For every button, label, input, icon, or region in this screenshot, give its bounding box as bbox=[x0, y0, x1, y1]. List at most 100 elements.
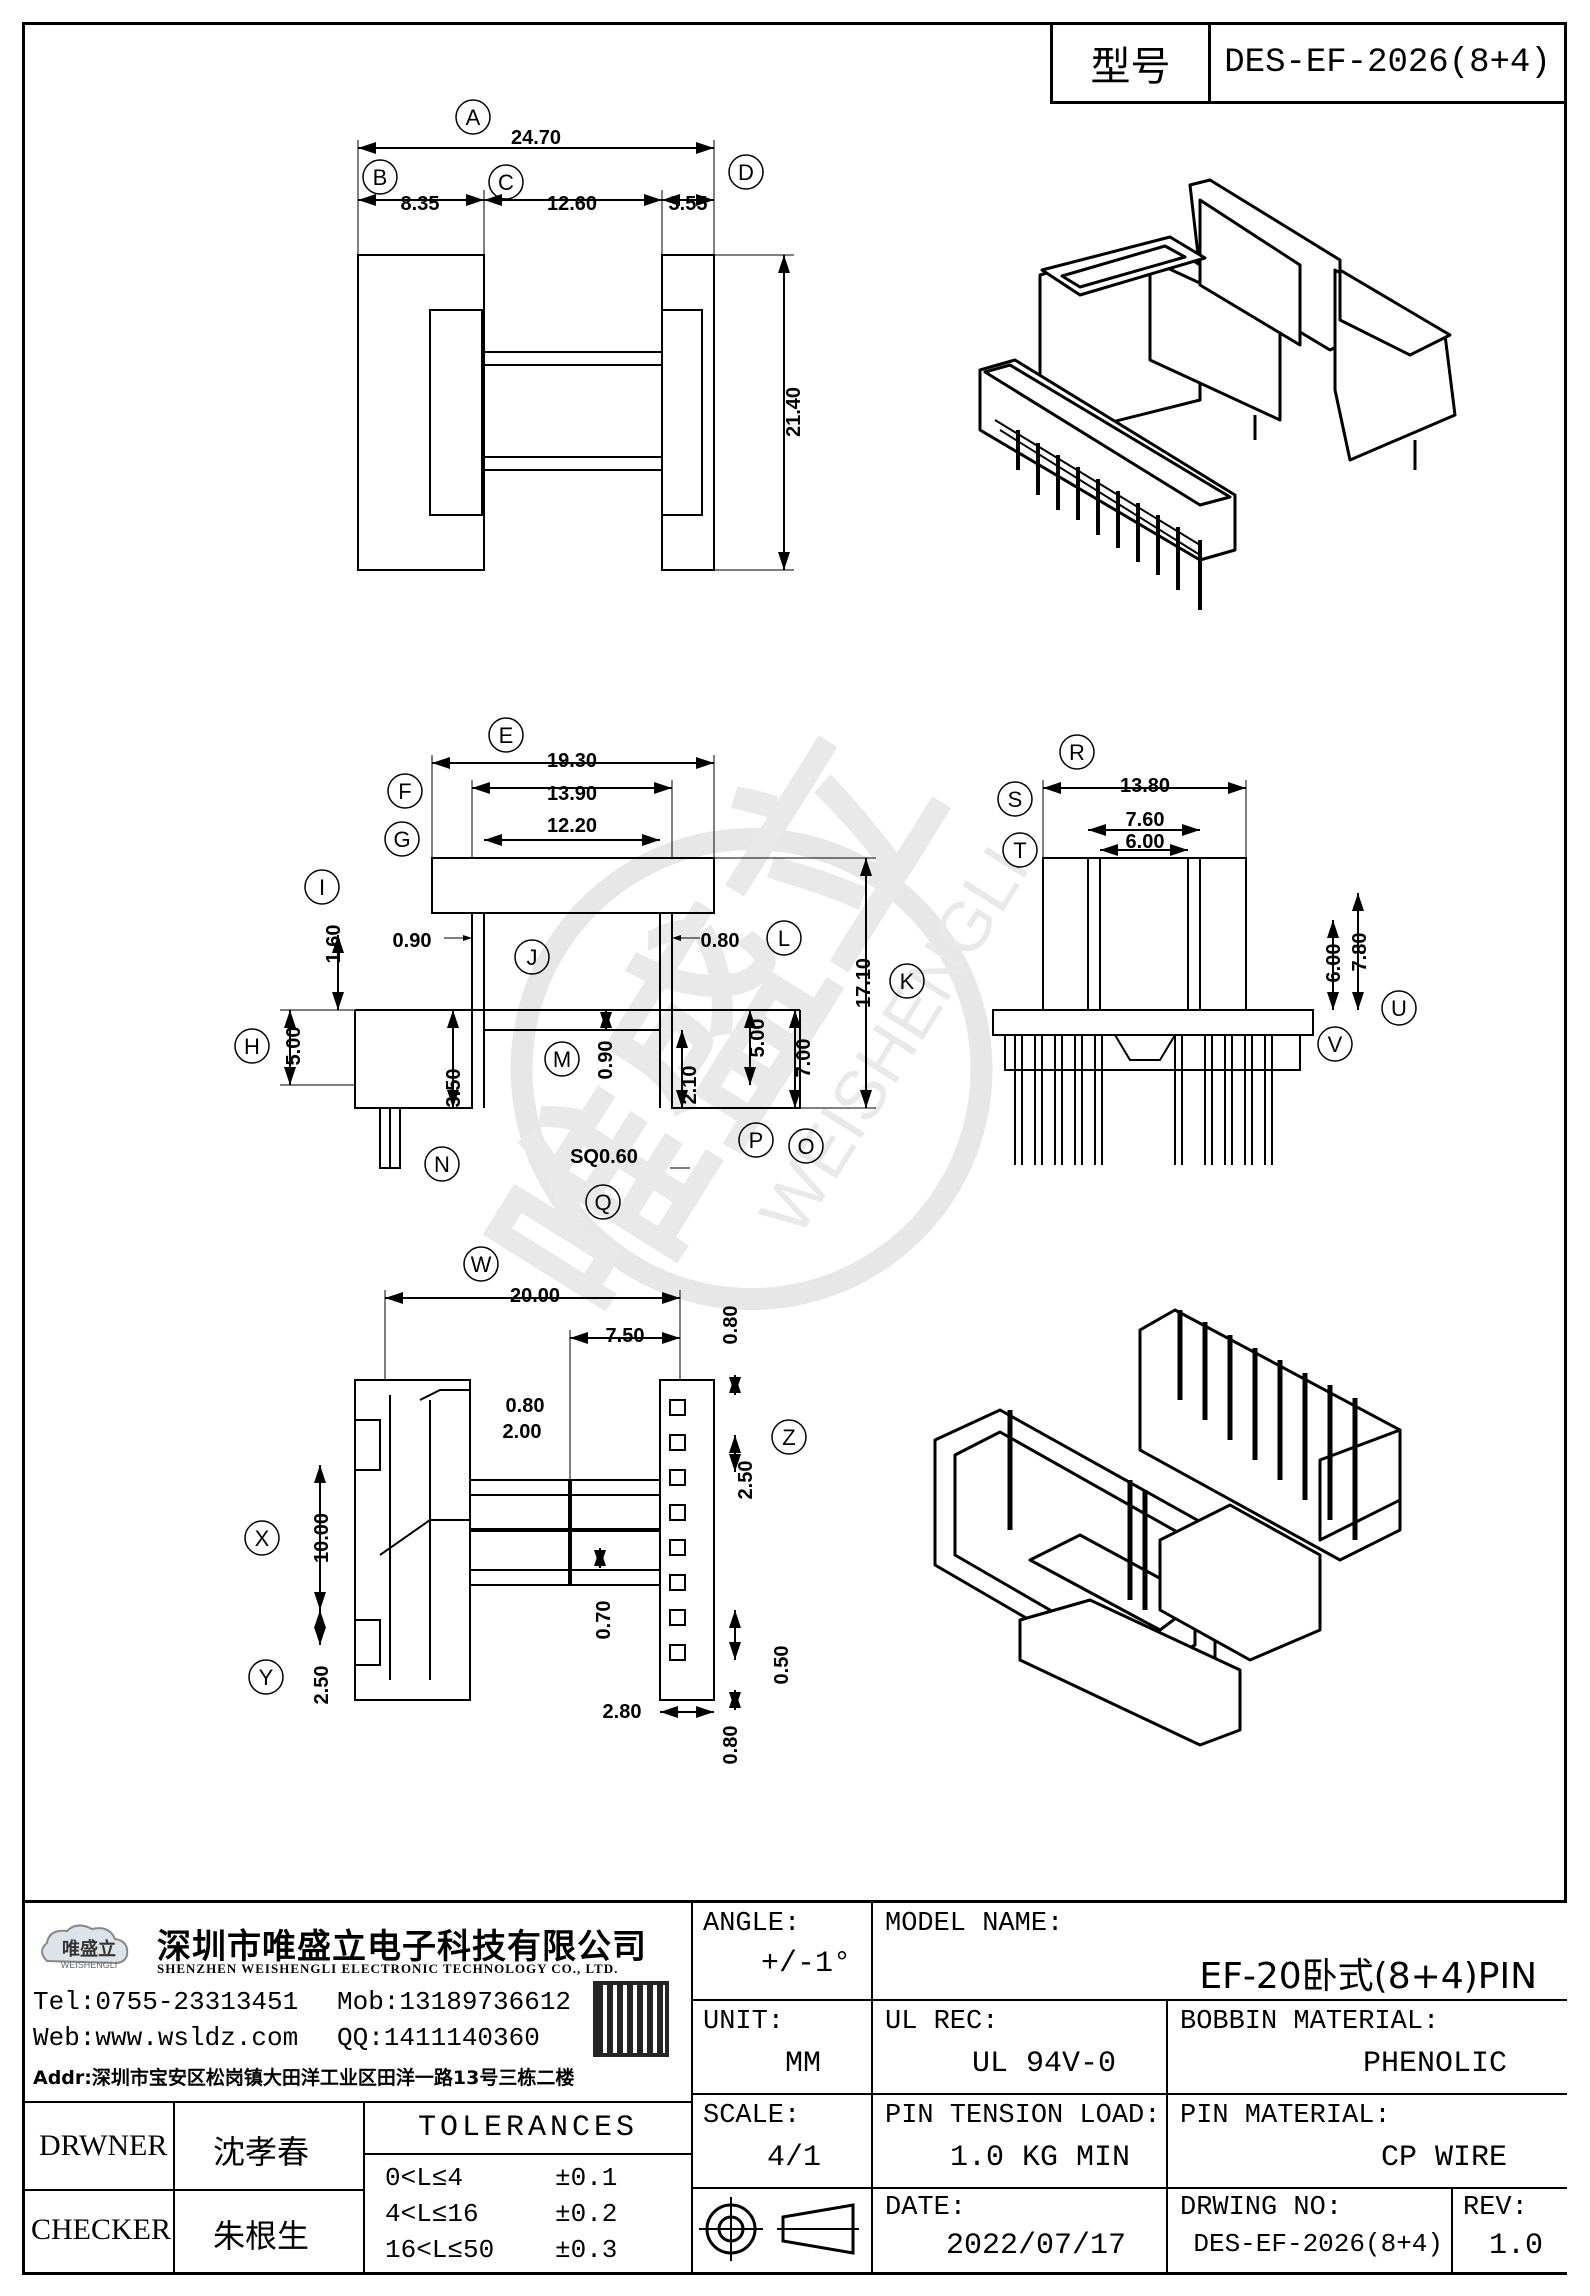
svg-text:Q: Q bbox=[594, 1190, 611, 1215]
drwing-no-value: DES-EF-2026(8+4) bbox=[1193, 2229, 1443, 2259]
dim-21-40: 21.40 bbox=[783, 387, 805, 437]
dim-2-50-y: 2.50 bbox=[311, 1666, 333, 1705]
dim-24-70: 24.70 bbox=[511, 127, 561, 149]
scale-value: 4/1 bbox=[766, 2141, 821, 2175]
dim-0-50: 0.50 bbox=[771, 1646, 793, 1685]
dim-17-10: 17.10 bbox=[853, 958, 875, 1008]
side-view-labels: 13.80 7.60 6.00 6.00 7.80 bbox=[1120, 775, 1371, 982]
pin-tension-cell: PIN TENSION LOAD: 1.0 KG MIN bbox=[873, 2095, 1168, 2189]
bottom-view-markers: W X Y Z bbox=[244, 1246, 807, 1695]
bobbin-label: BOBBIN MATERIAL: bbox=[1180, 2007, 1440, 2037]
ul-label: UL REC: bbox=[885, 2007, 999, 2037]
svg-text:H: H bbox=[244, 1034, 260, 1059]
projection-cell bbox=[693, 2189, 873, 2272]
date-cell: DATE: 2022/07/17 bbox=[873, 2189, 1168, 2272]
dim-19-30: 19.30 bbox=[547, 750, 597, 772]
dim-12-20: 12.20 bbox=[547, 815, 597, 837]
mob: Mob:13189736612 bbox=[337, 1987, 572, 2017]
svg-text:K: K bbox=[900, 969, 915, 994]
pin-material-label: PIN MATERIAL: bbox=[1180, 2101, 1391, 2131]
dim-2-00-inner: 2.00 bbox=[503, 1421, 542, 1443]
model-value: EF-20卧式(8+4)PIN bbox=[1199, 1956, 1537, 1997]
dim-2-50-z: 2.50 bbox=[735, 1461, 757, 1500]
drawer-label: DRWNER bbox=[39, 2129, 168, 2162]
company-cell: 唯盛立 WEISHENGLI 深圳市唯盛立电子科技有限公司 SHENZHEN W… bbox=[25, 1903, 693, 2103]
qq: QQ:1411140360 bbox=[337, 2023, 540, 2053]
svg-text:A: A bbox=[466, 105, 481, 130]
svg-text:S: S bbox=[1008, 787, 1023, 812]
rev-label: REV: bbox=[1463, 2193, 1528, 2223]
svg-text:O: O bbox=[797, 1134, 814, 1159]
svg-text:J: J bbox=[527, 945, 538, 970]
unit-cell: UNIT: MM bbox=[693, 2001, 873, 2095]
tolerance-value-1: ±0.1 bbox=[555, 2163, 618, 2193]
angle-label: ANGLE: bbox=[703, 1909, 801, 1939]
dim-6-00-u: 6.00 bbox=[1323, 944, 1345, 983]
front-view bbox=[280, 755, 876, 1169]
svg-text:M: M bbox=[553, 1047, 571, 1072]
side-view-markers: R S T U V bbox=[997, 734, 1417, 1062]
date-label: DATE: bbox=[885, 2193, 967, 2223]
pin-tension-label: PIN TENSION LOAD: bbox=[885, 2101, 1161, 2131]
rev-value: 1.0 bbox=[1488, 2229, 1543, 2263]
unit-value: MM bbox=[784, 2047, 821, 2081]
svg-text:WEISHENGLI: WEISHENGLI bbox=[61, 1960, 118, 1969]
checker-name-cell: 朱根生 bbox=[175, 2191, 365, 2272]
bottom-view bbox=[314, 1290, 741, 1718]
angle-value: +/-1° bbox=[760, 1947, 851, 1981]
dim-0-90-j: 0.90 bbox=[393, 930, 432, 952]
top-right-flange bbox=[661, 254, 715, 571]
dim-0-90-m: 0.90 bbox=[595, 1041, 617, 1080]
front-view-markers: E F G I J L K H M N P O Q bbox=[234, 717, 925, 1220]
iso-view-bottom bbox=[933, 1308, 1402, 1747]
dim-0-70: 0.70 bbox=[593, 1601, 615, 1640]
company-name-cn: 深圳市唯盛立电子科技有限公司 bbox=[157, 1927, 647, 1967]
dim-10-00: 10.00 bbox=[311, 1513, 333, 1563]
dim-3-55: 3.55 bbox=[669, 193, 708, 215]
svg-text:X: X bbox=[255, 1526, 270, 1551]
dim-2-10: 2.10 bbox=[679, 1066, 701, 1105]
dim-0-80-br: 0.80 bbox=[720, 1726, 742, 1765]
top-right-inner bbox=[661, 309, 703, 516]
dim-sq0-60: SQ0.60 bbox=[570, 1146, 638, 1168]
projection-symbol-icon bbox=[699, 2197, 859, 2261]
model-header: 型号 DES-EF-2026(8+4) bbox=[1050, 22, 1567, 104]
svg-text:N: N bbox=[434, 1152, 450, 1177]
rev-cell: REV: 1.0 bbox=[1453, 2189, 1567, 2272]
tolerance-value-2: ±0.2 bbox=[555, 2199, 618, 2229]
company-name-en: SHENZHEN WEISHENGLI ELECTRONIC TECHNOLOG… bbox=[157, 1961, 619, 1976]
dim-7-80: 7.80 bbox=[1349, 933, 1371, 972]
svg-text:B: B bbox=[373, 165, 388, 190]
tolerance-row-3: 16<L≤50±0.3 bbox=[385, 2235, 617, 2265]
dim-0-80-inner: 0.80 bbox=[506, 1395, 545, 1417]
svg-text:L: L bbox=[778, 926, 790, 951]
svg-text:E: E bbox=[499, 723, 514, 748]
dim-8-35: 8.35 bbox=[401, 193, 440, 215]
svg-text:Y: Y bbox=[259, 1665, 274, 1690]
dim-5-00-o: 5.00 bbox=[747, 1019, 769, 1058]
tel: Tel:0755-23313451 bbox=[33, 1987, 299, 2017]
tolerances-title: TOLERANCES bbox=[365, 2103, 691, 2155]
bobbin-value: PHENOLIC bbox=[1362, 2047, 1507, 2081]
svg-text:U: U bbox=[1391, 996, 1407, 1021]
svg-text:V: V bbox=[1328, 1032, 1343, 1057]
dim-2-80: 2.80 bbox=[603, 1701, 642, 1723]
drwing-no-label: DRWING NO: bbox=[1180, 2193, 1343, 2223]
side-view bbox=[992, 780, 1364, 1165]
drawing-views: 唯盛立 WEISHENGLI bbox=[234, 99, 1457, 1764]
qr-code-icon bbox=[593, 1981, 669, 2057]
svg-text:唯盛立: 唯盛立 bbox=[62, 1938, 116, 1959]
dim-13-90: 13.90 bbox=[547, 783, 597, 805]
svg-text:W: W bbox=[471, 1252, 492, 1277]
company-logo: 唯盛立 WEISHENGLI bbox=[37, 1921, 155, 1970]
tolerance-range-1: 0<L≤4 bbox=[385, 2163, 464, 2193]
iso-view-top bbox=[978, 178, 1457, 610]
pin-material-value: CP WIRE bbox=[1380, 2141, 1507, 2175]
date-value: 2022/07/17 bbox=[945, 2229, 1126, 2263]
angle-cell: ANGLE: +/-1° bbox=[693, 1903, 873, 2001]
drwing-no-cell: DRWING NO: DES-EF-2026(8+4) bbox=[1168, 2189, 1453, 2272]
front-flange-top bbox=[431, 857, 715, 914]
svg-text:D: D bbox=[738, 160, 754, 185]
bottom-view-labels: 20.00 7.50 0.80 0.80 2.00 10.00 2.50 0.7… bbox=[311, 1285, 793, 1764]
